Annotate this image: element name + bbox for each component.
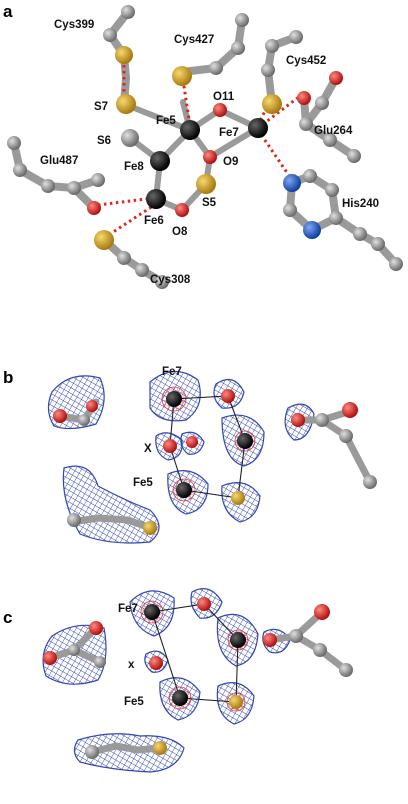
oxygen-atom [89, 621, 103, 635]
sulfur-atom [153, 741, 167, 755]
oxygen-atom [221, 389, 235, 403]
sulfur-atom [172, 66, 192, 86]
label-s7: S7 [94, 101, 108, 113]
label-fe8: Fe8 [124, 161, 144, 173]
iron-atom [176, 482, 192, 498]
oxygen-atom [163, 439, 177, 453]
label-fe5: Fe5 [156, 115, 176, 127]
label-o9: O9 [223, 156, 238, 168]
label-glu487: Glu487 [40, 155, 78, 167]
panel-c-density-mesh [42, 588, 291, 773]
oxygen-atom [297, 91, 311, 105]
oxygen-atom [175, 203, 189, 217]
oxygen-atom [149, 656, 163, 670]
label-s5: S5 [202, 197, 217, 209]
nitrogen-atom [283, 174, 301, 192]
iron-atom [172, 690, 188, 706]
panel-c: c [3, 588, 353, 773]
panel-c-atoms [43, 597, 353, 759]
label-s6: S6 [97, 135, 111, 147]
sulfur-atom [94, 230, 114, 250]
sulfur-atom [231, 491, 245, 505]
label-c-x: x [128, 659, 135, 671]
label-fe7: Fe7 [219, 127, 239, 139]
sulfur-atom [196, 174, 216, 194]
iron-atom [180, 120, 200, 140]
label-his240: His240 [342, 198, 379, 210]
label-o8: O8 [172, 226, 188, 238]
iron-atom [146, 189, 166, 209]
sulfur-atom [262, 94, 282, 114]
iron-atom [230, 632, 246, 648]
panel-a-letter: a [3, 2, 13, 21]
iron-atom [237, 433, 253, 449]
label-b-x: X [144, 443, 152, 455]
sulfur-atom [143, 521, 157, 535]
panel-c-letter: c [3, 608, 12, 627]
panel-a-atoms [7, 5, 403, 289]
label-c-fe5: Fe5 [124, 696, 144, 708]
label-c-fe7: Fe7 [118, 603, 138, 615]
panel-a-labels: Cys399 Cys427 Cys452 S7 S6 Fe5 O11 Fe7 F… [40, 19, 379, 286]
oxygen-atom [87, 201, 101, 215]
label-b-fe5: Fe5 [133, 477, 153, 489]
panel-b-labels: Fe7 X Fe5 [133, 366, 182, 489]
oxygen-atom [43, 651, 57, 665]
label-cys308: Cys308 [150, 274, 191, 286]
sulfur-atom [229, 695, 243, 709]
panel-b-letter: b [3, 368, 13, 387]
oxygen-atom [86, 400, 98, 412]
iron-atom [150, 151, 170, 171]
oxygen-atom [342, 402, 358, 418]
label-b-fe7: Fe7 [162, 366, 182, 378]
label-glu264: Glu264 [314, 125, 353, 137]
nitrogen-atom [303, 221, 321, 239]
label-cys452: Cys452 [286, 55, 326, 67]
label-fe6: Fe6 [144, 215, 164, 227]
oxygen-atom [291, 413, 305, 427]
panel-b: b [3, 366, 377, 544]
panel-c-labels: Fe7 x Fe5 [118, 603, 144, 708]
panel-a-bonds [10, 8, 400, 286]
oxygen-atom [186, 436, 198, 448]
iron-atom [248, 118, 268, 138]
label-cys427: Cys427 [174, 34, 214, 46]
oxygen-atom [197, 597, 211, 611]
sulfur-atom [116, 94, 136, 114]
iron-atom [144, 604, 160, 620]
label-o11: O11 [213, 91, 235, 103]
label-cys399: Cys399 [54, 19, 94, 31]
oxygen-atom [263, 633, 277, 647]
oxygen-atom [53, 409, 67, 423]
oxygen-atom [329, 71, 343, 85]
oxygen-atom [203, 150, 217, 164]
panel-b-atoms [53, 389, 377, 535]
iron-atom [166, 391, 182, 407]
oxygen-atom [213, 103, 227, 117]
sulfur-atom [115, 46, 133, 64]
panel-a: a [3, 2, 403, 289]
oxygen-atom [314, 604, 330, 620]
